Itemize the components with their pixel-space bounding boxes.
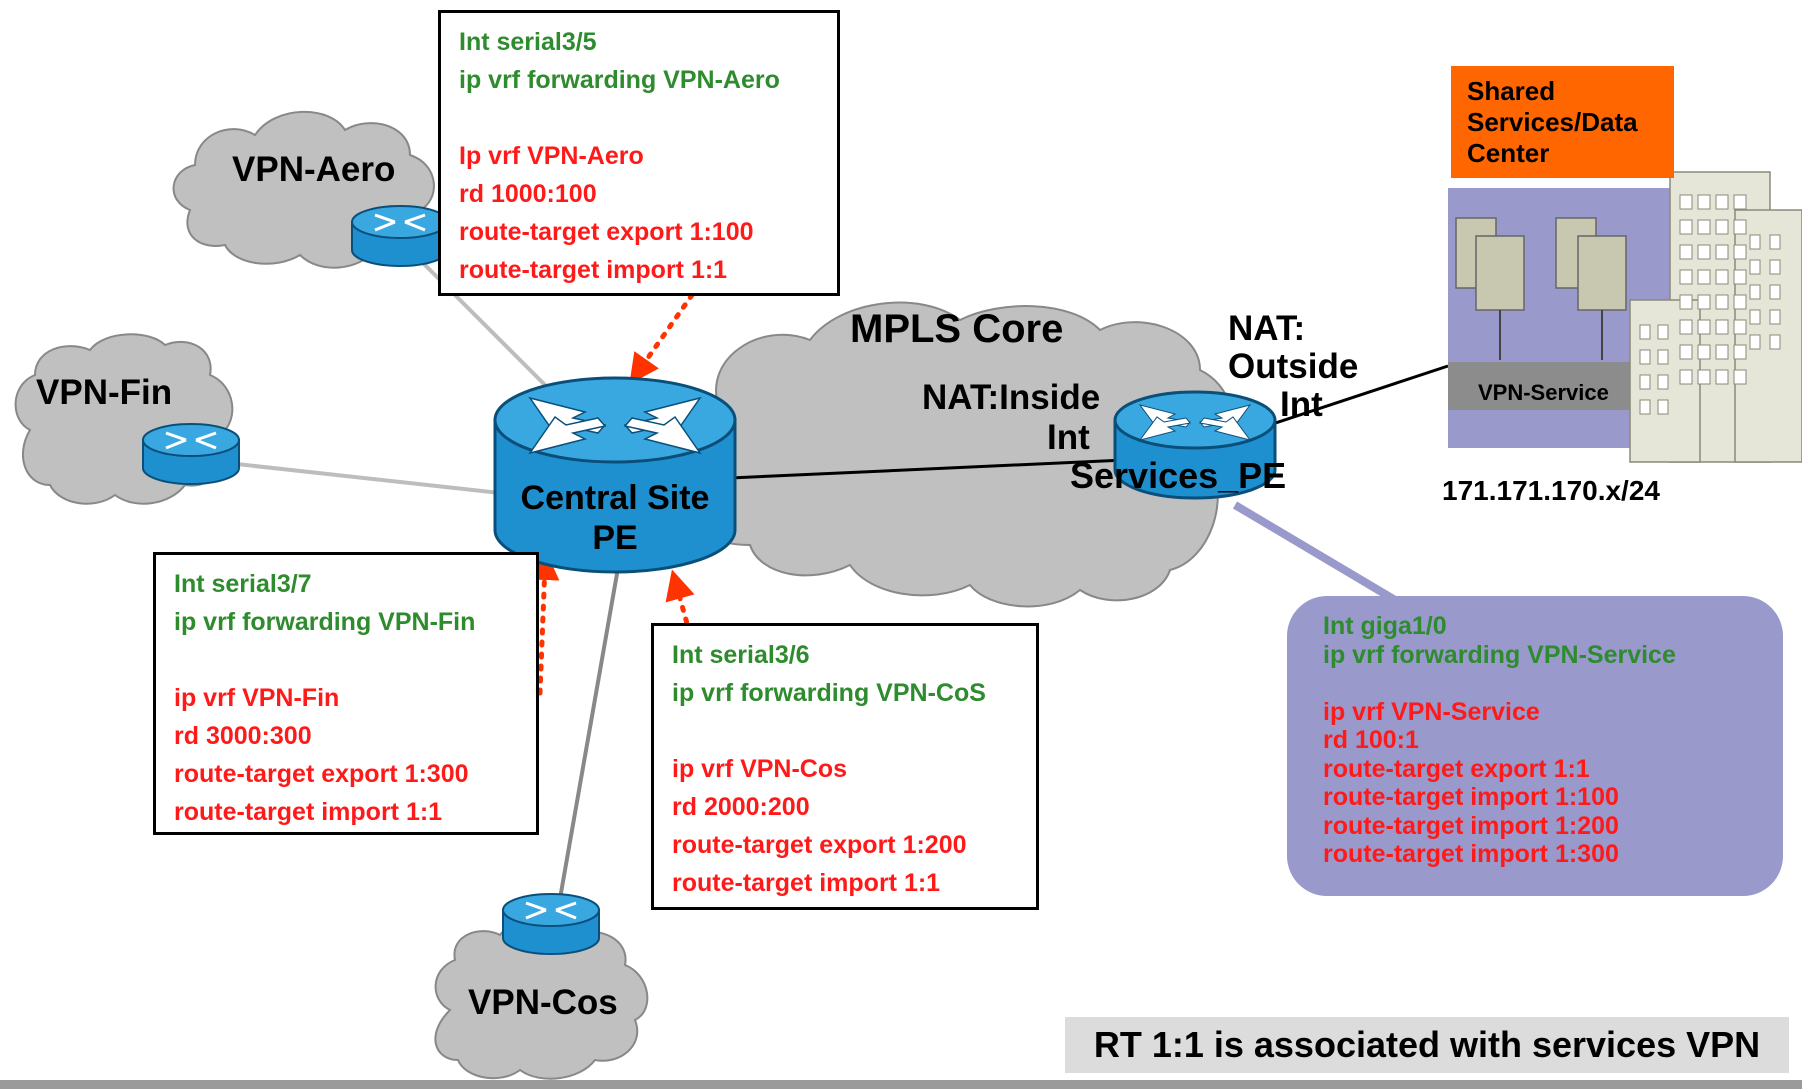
shared-services-banner: Shared Services/Data Center bbox=[1451, 66, 1674, 178]
central-site-pe-line-2: PE bbox=[592, 519, 638, 557]
config-line: Ip vrf VPN-Aero bbox=[459, 142, 644, 170]
config-line: route-target import 1:1 bbox=[672, 869, 941, 897]
vpn-service-label: VPN-Service bbox=[1478, 380, 1609, 405]
config-spacer bbox=[672, 712, 1018, 750]
rt-note: RT 1:1 is associated with services VPN bbox=[1065, 1017, 1789, 1073]
services-config-callout: Int giga1/0 ip vrf forwarding VPN-Servic… bbox=[1287, 596, 1783, 896]
nat-outside-label: NAT: Outside Int bbox=[1228, 310, 1358, 424]
config-line: Int giga1/0 bbox=[1323, 612, 1447, 640]
config-line: route-target import 1:1 bbox=[174, 798, 443, 826]
link-fin-central bbox=[199, 458, 501, 495]
nat-inside-label: NAT:Inside Int bbox=[922, 378, 1100, 458]
config-line: ip vrf VPN-Fin bbox=[174, 684, 340, 712]
config-line: ip vrf forwarding VPN-Fin bbox=[174, 608, 476, 636]
bottom-divider bbox=[0, 1080, 1802, 1089]
vpn-fin-label: VPN-Fin bbox=[36, 373, 173, 412]
central-site-pe-router-icon bbox=[493, 376, 737, 574]
config-line: route-target import 1:1 bbox=[459, 256, 728, 284]
config-box-cos: Int serial3/6 ip vrf forwarding VPN-CoS … bbox=[651, 623, 1039, 910]
subnet-label: 171.171.170.x/24 bbox=[1442, 475, 1660, 506]
central-site-pe-label: Central Site PE bbox=[505, 478, 725, 558]
arrow-aero bbox=[629, 292, 695, 385]
mpls-core-label: MPLS Core bbox=[850, 307, 1064, 351]
banner-line-3: Center bbox=[1467, 138, 1550, 168]
config-line: rd 1000:100 bbox=[459, 180, 597, 208]
vpn-cos-cloud bbox=[434, 919, 649, 1080]
vpn-service-bar bbox=[1448, 362, 1634, 410]
config-line: route-target export 1:200 bbox=[672, 831, 967, 859]
vpn-cos-label: VPN-Cos bbox=[468, 983, 618, 1022]
nat-inside-line-2: Int bbox=[1047, 418, 1090, 457]
arrow-fin bbox=[529, 550, 560, 696]
vpn-aero-router-icon bbox=[351, 205, 449, 267]
config-line: ip vrf forwarding VPN-CoS bbox=[672, 679, 986, 707]
config-line: ip vrf forwarding VPN-Aero bbox=[459, 66, 780, 94]
config-line: ip vrf VPN-Cos bbox=[672, 755, 848, 783]
vpn-fin-router-icon bbox=[142, 423, 240, 485]
config-spacer bbox=[459, 99, 819, 137]
vpn-cos-router-icon bbox=[502, 893, 600, 955]
config-line: route-target export 1:300 bbox=[174, 760, 469, 788]
nat-outside-line-2: Outside bbox=[1228, 347, 1359, 386]
config-line: route-target import 1:100 bbox=[1323, 783, 1619, 811]
server-icon bbox=[1455, 217, 1627, 311]
config-line: rd 100:1 bbox=[1323, 726, 1419, 754]
config-line: rd 2000:200 bbox=[672, 793, 810, 821]
services-pe-label: Services_PE bbox=[1070, 455, 1287, 496]
nat-outside-line-3: Int bbox=[1280, 385, 1323, 424]
link-cos-central bbox=[556, 567, 620, 911]
banner-line-2: Services/Data bbox=[1467, 107, 1638, 137]
banner-line-1: Shared bbox=[1467, 76, 1556, 106]
config-line: route-target import 1:200 bbox=[1323, 811, 1619, 840]
nat-outside-line-1: NAT: bbox=[1228, 309, 1306, 348]
config-line: Int serial3/5 bbox=[459, 28, 597, 56]
config-line: route-target import 1:300 bbox=[1323, 840, 1619, 868]
config-line: Int serial3/7 bbox=[174, 570, 312, 598]
config-spacer bbox=[174, 641, 518, 679]
config-line: route-target export 1:100 bbox=[459, 218, 754, 246]
link-services-bubble bbox=[1232, 501, 1398, 604]
config-line: rd 3000:300 bbox=[174, 722, 312, 750]
config-box-aero: Int serial3/5 ip vrf forwarding VPN-Aero… bbox=[438, 10, 840, 296]
data-center bbox=[1448, 171, 1802, 463]
nat-inside-line-1: NAT:Inside bbox=[922, 378, 1101, 417]
link-central-services bbox=[729, 458, 1126, 480]
config-box-fin: Int serial3/7 ip vrf forwarding VPN-Fin … bbox=[153, 552, 539, 835]
vpn-aero-label: VPN-Aero bbox=[232, 150, 396, 189]
services-pe-router-icon bbox=[1113, 390, 1277, 500]
central-site-pe-line-1: Central Site bbox=[520, 479, 710, 517]
config-spacer bbox=[1323, 669, 1747, 698]
config-line: route-target export 1:1 bbox=[1323, 754, 1590, 783]
config-line: Int serial3/6 bbox=[672, 641, 810, 669]
config-line: ip vrf forwarding VPN-Service bbox=[1323, 640, 1676, 669]
config-line: ip vrf VPN-Service bbox=[1323, 697, 1540, 726]
